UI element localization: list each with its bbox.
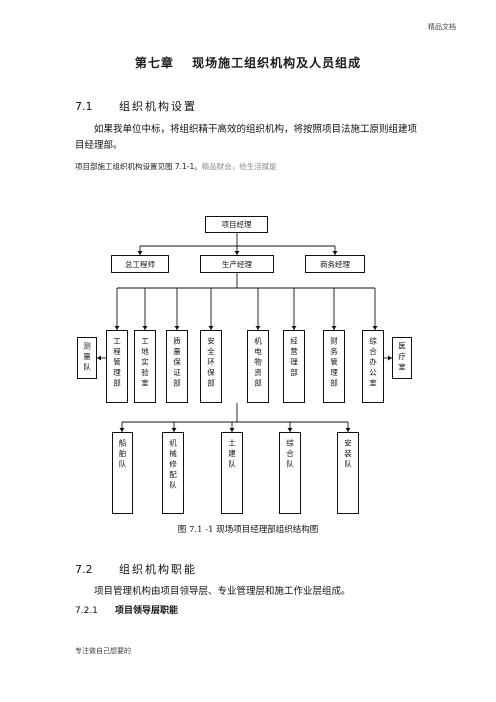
org-node-label: 工地实验室 — [140, 337, 150, 390]
footer-text: 专注做自己想要的 — [75, 647, 131, 655]
section-heading-7-2: 7.2 组织机构职能 — [75, 561, 197, 577]
section-number: 7.2 — [75, 563, 93, 576]
org-node-label: 安全环保部 — [206, 337, 216, 390]
section-title: 组织机构设置 — [119, 100, 197, 113]
org-node-quality-dept: 质量保证部 — [166, 330, 188, 403]
header-label: 精品文档 — [428, 23, 456, 31]
org-node-civil-team: 土建队 — [221, 432, 243, 514]
org-node-label: 船舶队 — [118, 439, 127, 471]
org-node-ship-team: 船舶队 — [112, 432, 133, 514]
section-heading-7-1: 7.1 组织机构设置 — [75, 98, 197, 114]
org-node-chief-engineer: 总工程师 — [111, 255, 169, 273]
org-node-machinery-team: 机械修配队 — [162, 432, 184, 514]
org-node-finance-dept: 财务管理部 — [323, 330, 345, 403]
subsection-title: 项目领导层职能 — [115, 606, 179, 616]
org-node-label: 医疗室 — [397, 342, 407, 374]
org-node-clinic: 医疗室 — [392, 337, 412, 379]
section-number: 7.1 — [75, 100, 93, 113]
org-node-survey-team: 测量队 — [77, 337, 97, 379]
intro-paragraph: 如果我单位中标，将组织精干高效的组织机构，将按照项目法施工原则组建项目经理部。 — [75, 124, 418, 151]
org-node-label: 工程管理部 — [112, 337, 122, 390]
org-node-business-dept: 经营理部 — [283, 330, 305, 403]
subsection-heading-7-2-1: 7.2.1 项目领导层职能 — [75, 603, 178, 616]
org-node-label: 经营理部 — [289, 337, 299, 379]
section-paragraph: 项目管理机构由项目领导层、专业管理层和施工作业层组成。 — [94, 586, 351, 597]
figure-reference-text: 项目部施工组织机构设置见图 7.1-1。 — [75, 162, 202, 171]
org-node-production-manager: 生产经理 — [200, 255, 274, 273]
section-title: 组织机构职能 — [119, 563, 197, 576]
org-node-label: 综合队 — [285, 439, 295, 471]
org-node-general-team: 综合队 — [279, 432, 301, 514]
chapter-title: 第七章 现场施工组织机构及人员组成 — [134, 56, 362, 70]
org-node-label: 质量保证部 — [172, 337, 182, 390]
figure-caption: 图 7.1 -1 现场项目经理部组织结构图 — [177, 525, 319, 535]
note-extra-text: 精品财会，给生活赋能 — [201, 162, 277, 171]
org-node-site-lab: 工地实验室 — [134, 330, 156, 403]
org-node-general-office: 综合办公室 — [362, 330, 384, 403]
org-node-label: 测量队 — [82, 342, 92, 374]
org-node-engineering-dept: 工程管理部 — [106, 330, 128, 403]
org-node-installation-team: 安装队 — [337, 432, 359, 514]
subsection-number: 7.2.1 — [75, 606, 98, 616]
org-node-safety-dept: 安全环保部 — [200, 330, 222, 403]
org-node-label: 综合办公室 — [368, 337, 378, 390]
org-node-commercial-manager: 商务经理 — [305, 255, 365, 273]
org-node-label: 土建队 — [227, 439, 237, 471]
org-node-label: 机电物资部 — [253, 337, 263, 390]
org-node-materials-dept: 机电物资部 — [247, 330, 269, 403]
figure-reference-note: 项目部施工组织机构设置见图 7.1-1。精品财会，给生活赋能 — [75, 161, 277, 172]
org-node-label: 安装队 — [343, 439, 353, 471]
org-node-project-manager: 项目经理 — [205, 216, 268, 233]
org-node-label: 财务管理部 — [329, 337, 339, 390]
org-node-label: 机械修配队 — [168, 439, 178, 492]
